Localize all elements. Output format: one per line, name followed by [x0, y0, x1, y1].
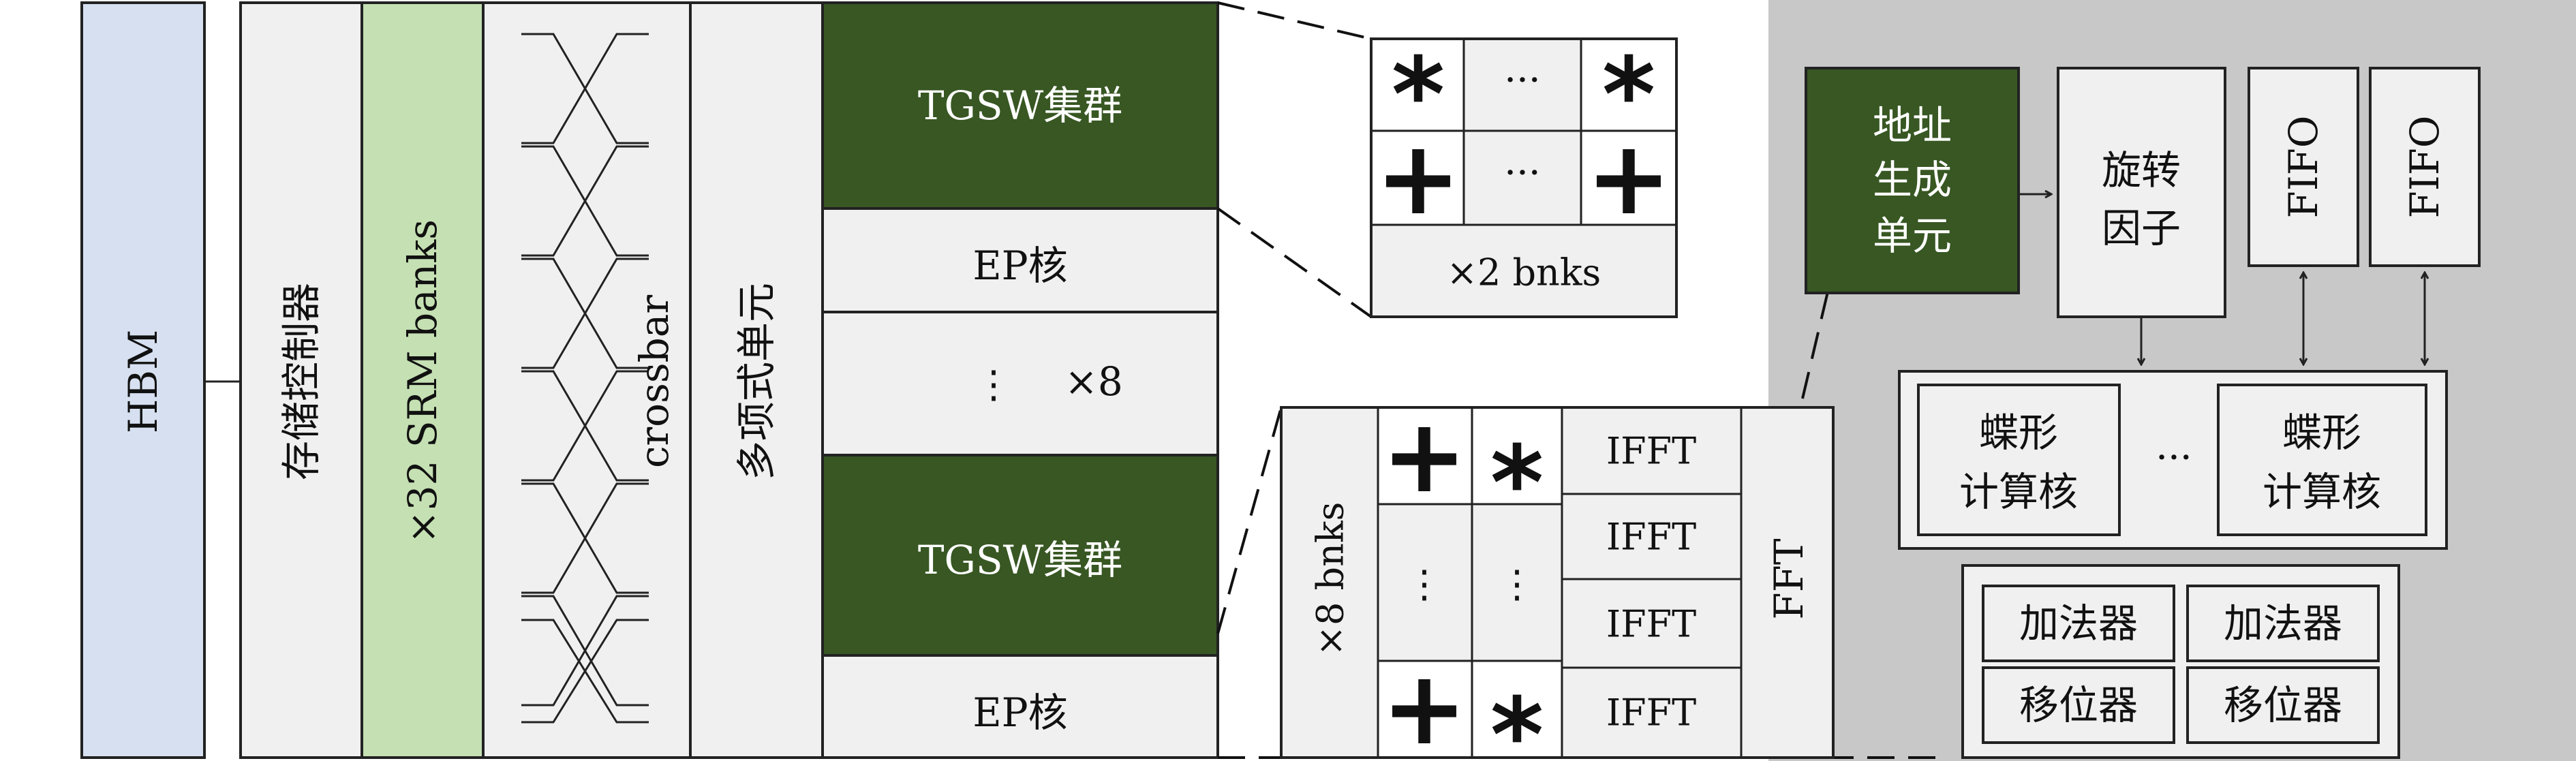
multiplier-cell — [1373, 40, 1462, 129]
plus-icon: + — [1375, 119, 1461, 238]
twiddle-factor-label-line: 因子 — [2102, 205, 2181, 251]
plus-icon: + — [1381, 397, 1467, 516]
twiddle-factor-label-line: 旋转 — [2102, 147, 2181, 193]
fifo-label: FIFO — [2280, 116, 2327, 219]
ifft-label: IFFT — [1606, 516, 1696, 559]
butterfly-core — [1917, 384, 2121, 536]
ifft-label: IFFT — [1606, 603, 1696, 646]
ep-core-top — [821, 207, 1219, 313]
hbm-block — [80, 1, 206, 759]
adder-label: 加法器 — [2019, 600, 2138, 647]
twiddle-factor-block — [2057, 67, 2226, 318]
fifo-label: FIFO — [2402, 116, 2448, 219]
multiplier-cell — [1473, 662, 1561, 756]
crossbar-wires — [521, 33, 649, 724]
zoom-line-tgsw-top — [1217, 1, 1372, 40]
ifft-label: IFFT — [1606, 430, 1696, 473]
ep-core-bottom — [821, 654, 1219, 759]
butterfly-core-label-line: 计算核 — [2263, 469, 2381, 515]
memory-controller-block — [239, 1, 363, 759]
address-gen-label-line: 地址 — [1873, 102, 1952, 149]
tgsw-cluster-top-label: TGSW集群 — [918, 82, 1122, 129]
poly-unit-label: 多项式单元 — [733, 283, 780, 480]
tgsw-detail-dots: ··· — [1504, 151, 1540, 196]
fifo-block — [2369, 67, 2481, 267]
tgsw-cluster-bottom-label: TGSW集群 — [918, 537, 1122, 583]
tgsw-detail: * * + + ··· ··· ×2 bnks — [1370, 36, 1678, 318]
multiply-icon: * — [1392, 36, 1445, 155]
shifter-label: 移位器 — [2224, 682, 2342, 728]
butterfly-core-label-line: 蝶形 — [1979, 409, 2058, 456]
ifft-label: IFFT — [1606, 692, 1696, 734]
butterfly-core-label-line: 蝶形 — [2282, 409, 2361, 456]
crossbar-wires-block — [482, 1, 692, 759]
cluster-repeat-block — [821, 311, 1219, 456]
tgsw-cluster-bottom — [821, 454, 1219, 657]
tgsw-detail-dots: ··· — [1504, 59, 1540, 103]
srm-banks-label: ×32 SRM banks — [399, 219, 446, 544]
memory-controller-label: 存储控制器 — [278, 283, 324, 480]
adder-label: 加法器 — [2224, 600, 2342, 647]
ep-core-bottom-label: EP核 — [972, 689, 1067, 736]
butterfly-dots: ··· — [2156, 436, 2192, 480]
multiplier-cell — [1582, 40, 1675, 129]
address-gen-label-line: 生成 — [1873, 157, 1952, 203]
ep-detail: ×8 bnks + * ⋮ ⋮ + * IFFT IFFT IFFT IFFT … — [1280, 397, 1835, 761]
cluster-repeat-dots: ⋮ — [975, 363, 1013, 407]
cluster-repeat-count: ×8 — [1064, 358, 1123, 405]
tgsw-cluster-top — [821, 1, 1219, 210]
adder-cell — [1373, 132, 1462, 223]
plus-icon: + — [1586, 119, 1672, 238]
ep-core-top-label: EP核 — [972, 243, 1067, 289]
hbm-label: HBM — [120, 330, 166, 434]
shifter-block — [2186, 666, 2380, 744]
multiply-icon: * — [1490, 677, 1544, 761]
adder-block — [1982, 585, 2175, 662]
butterfly-core-label-line: 计算核 — [1959, 469, 2078, 515]
butterfly-core — [2217, 384, 2427, 536]
ep-detail-dots: ⋮ — [1405, 563, 1443, 607]
shifter-label: 移位器 — [2019, 682, 2138, 728]
zoom-line-poly-top — [1801, 285, 1830, 399]
adder-cell — [1582, 132, 1675, 223]
adder-cell — [1379, 409, 1471, 503]
ep-detail-banks: ×8 bnks — [1309, 502, 1352, 657]
fft-label: FFT — [1766, 538, 1812, 619]
multiply-icon: * — [1602, 36, 1655, 155]
multiply-icon: * — [1490, 424, 1544, 543]
tgsw-detail-banks: ×2 bnks — [1447, 251, 1601, 294]
multiplier-cell — [1473, 409, 1561, 503]
address-gen-label-line: 单元 — [1873, 213, 1952, 259]
zoom-line-ep-top — [1216, 407, 1283, 634]
crossbar-label: crossbar — [631, 295, 677, 468]
shifter-block — [1982, 666, 2175, 744]
fifo-block — [2248, 67, 2359, 267]
plus-icon: + — [1381, 649, 1467, 761]
srm-banks-block — [361, 1, 485, 759]
adder-block — [2186, 585, 2380, 662]
ep-detail-dots: ⋮ — [1498, 563, 1536, 607]
address-gen-unit — [1805, 67, 2020, 294]
zoom-line-tgsw-bottom — [1216, 207, 1373, 318]
adder-cell — [1379, 662, 1471, 756]
